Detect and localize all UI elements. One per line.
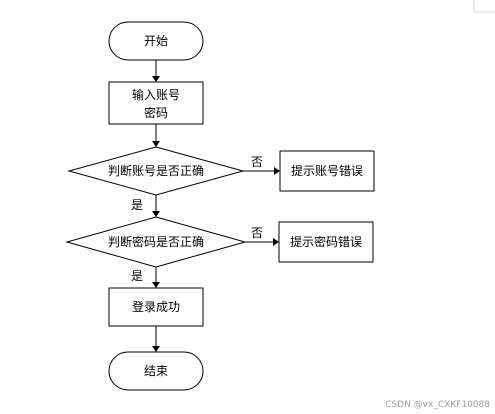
account-error-node: 提示账号错误 (279, 150, 375, 192)
yes-label-account: 是 (131, 198, 143, 212)
account-check-decision: 判断账号是否正确 (67, 146, 245, 196)
input-credentials-node: 输入账号 密码 (108, 81, 204, 125)
watermark: CSDN @vx_CXKF10088 (385, 400, 490, 410)
input-label-line1: 输入账号 (132, 87, 180, 102)
arrowhead (273, 238, 279, 246)
start-node: 开始 (108, 21, 204, 61)
arrowhead (152, 141, 160, 147)
account-error-label: 提示账号错误 (291, 163, 363, 178)
arrowhead (152, 346, 160, 352)
password-error-label: 提示密码错误 (290, 234, 362, 249)
end-label: 结束 (144, 364, 168, 378)
account-check-label: 判断账号是否正确 (108, 163, 204, 178)
corner-mark (473, 0, 495, 13)
login-success-label: 登录成功 (132, 299, 180, 314)
password-error-node: 提示密码错误 (278, 221, 374, 263)
input-label-line2: 密码 (144, 105, 168, 120)
arrowhead (152, 76, 160, 82)
no-label-account: 否 (251, 155, 263, 169)
end-node: 结束 (108, 351, 204, 391)
start-label: 开始 (144, 34, 168, 48)
yes-label-password: 是 (131, 269, 143, 283)
arrowhead (152, 282, 160, 288)
no-label-password: 否 (251, 226, 263, 240)
arrowhead (274, 167, 280, 175)
password-check-decision: 判断密码是否正确 (65, 216, 247, 268)
arrowhead (152, 211, 160, 217)
password-check-label: 判断密码是否正确 (108, 234, 204, 249)
login-success-node: 登录成功 (108, 287, 204, 327)
